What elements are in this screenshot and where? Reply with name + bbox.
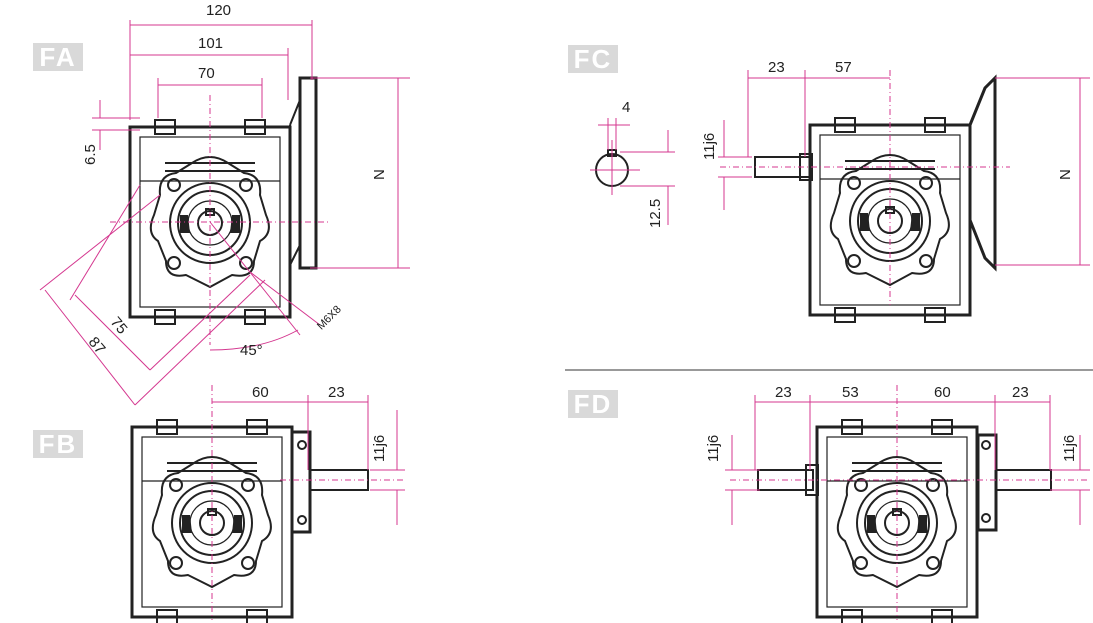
- dim-fa-height: N: [371, 169, 388, 180]
- dim-fb-shaft: 23: [328, 384, 345, 401]
- view-label-fb: FB: [33, 430, 83, 458]
- view-fb: [130, 385, 405, 623]
- dim-fd-dia-left: 11j6: [705, 434, 722, 462]
- dim-fc-shaft: 23: [768, 59, 785, 76]
- dim-fa-thickness: 6.5: [82, 144, 99, 165]
- dim-fd-shaft-left: 23: [775, 384, 792, 401]
- dim-fa-mid: 101: [198, 35, 224, 52]
- view-label-fc: FC: [568, 45, 618, 73]
- dim-fd-dia-right: 11j6: [1061, 434, 1078, 462]
- view-fa: [39, 20, 410, 406]
- dim-fc-shaft-dia: 11j6: [701, 132, 718, 160]
- view-fd: [725, 385, 1090, 623]
- dim-fc-key-height: 12.5: [647, 198, 664, 228]
- dim-fd-center-right: 60: [934, 384, 951, 401]
- dim-fa-angle: 45°: [240, 342, 263, 359]
- dim-fa-inner: 70: [198, 65, 215, 82]
- dim-fd-shaft-right: 23: [1012, 384, 1029, 401]
- dim-fa-overall: 120: [206, 2, 232, 19]
- dim-fb-center: 60: [252, 384, 269, 401]
- view-label-fd: FD: [568, 390, 618, 418]
- dim-fc-height: N: [1057, 169, 1074, 180]
- dim-fd-center-left: 53: [842, 384, 859, 401]
- dim-fc-center: 57: [835, 59, 852, 76]
- view-label-fa: FA: [33, 43, 83, 71]
- view-fc: [590, 70, 1090, 324]
- dim-fc-key-width: 4: [622, 99, 631, 116]
- dim-fb-shaft-dia: 11j6: [371, 434, 388, 462]
